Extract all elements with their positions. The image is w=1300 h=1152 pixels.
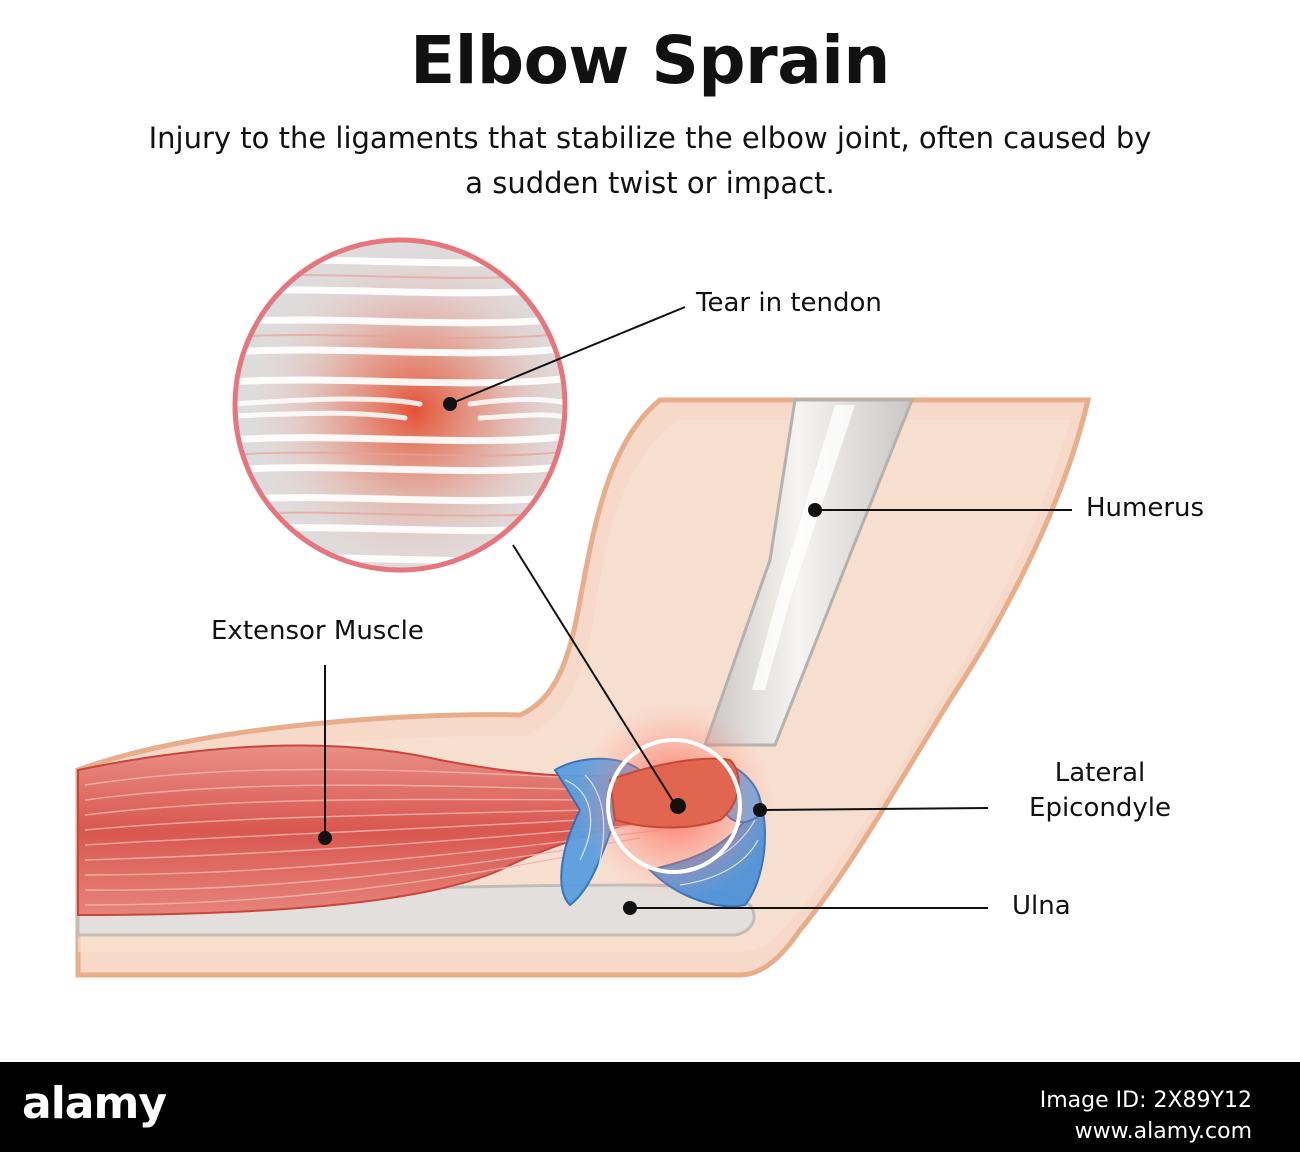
humerus-marker-dot xyxy=(808,503,822,517)
extensor-marker-dot xyxy=(318,831,332,845)
lateral-epicondyle-leader-line xyxy=(759,807,989,811)
zoom-callout-line xyxy=(512,544,677,807)
label-lateral-line-1: Lateral xyxy=(1054,758,1146,788)
diagram-title: Elbow Sprain xyxy=(410,22,890,99)
footer-site: www.alamy.com xyxy=(1074,1118,1252,1144)
tear-leader-line xyxy=(449,306,686,405)
footer-brand: alamy xyxy=(22,1078,167,1129)
label-humerus: Humerus xyxy=(1086,493,1205,523)
label-extensor-muscle: Extensor Muscle xyxy=(211,616,424,646)
watermark-footer: alamy Image ID: 2X89Y12 www.alamy.com xyxy=(0,1062,1300,1152)
tendon-marker-dot xyxy=(670,798,686,814)
label-lateral-line-2: Epicondyle xyxy=(1029,793,1171,824)
lateral-epicondyle-marker-dot xyxy=(753,803,767,817)
zoom-inset xyxy=(232,237,568,573)
humerus-bone xyxy=(702,398,915,747)
ulna-marker-dot xyxy=(623,901,637,915)
diagram-subtitle: Injury to the ligaments that stabilize t… xyxy=(60,116,1240,206)
tear-marker-dot xyxy=(443,397,457,411)
label-lateral-epicondyle: Lateral Epicondyle xyxy=(1010,756,1190,826)
label-tear-in-tendon: Tear in tendon xyxy=(696,288,882,318)
subtitle-line-2: a sudden twist or impact. xyxy=(465,165,835,200)
footer-image-id: Image ID: 2X89Y12 xyxy=(1039,1088,1252,1113)
footer-id: Image ID: 2X89Y12 www.alamy.com xyxy=(1040,1086,1252,1148)
label-ulna: Ulna xyxy=(1012,891,1071,921)
subtitle-line-1: Injury to the ligaments that stabilize t… xyxy=(148,121,1152,155)
affected-area-ring xyxy=(606,738,742,874)
extensor-muscle xyxy=(77,744,692,917)
